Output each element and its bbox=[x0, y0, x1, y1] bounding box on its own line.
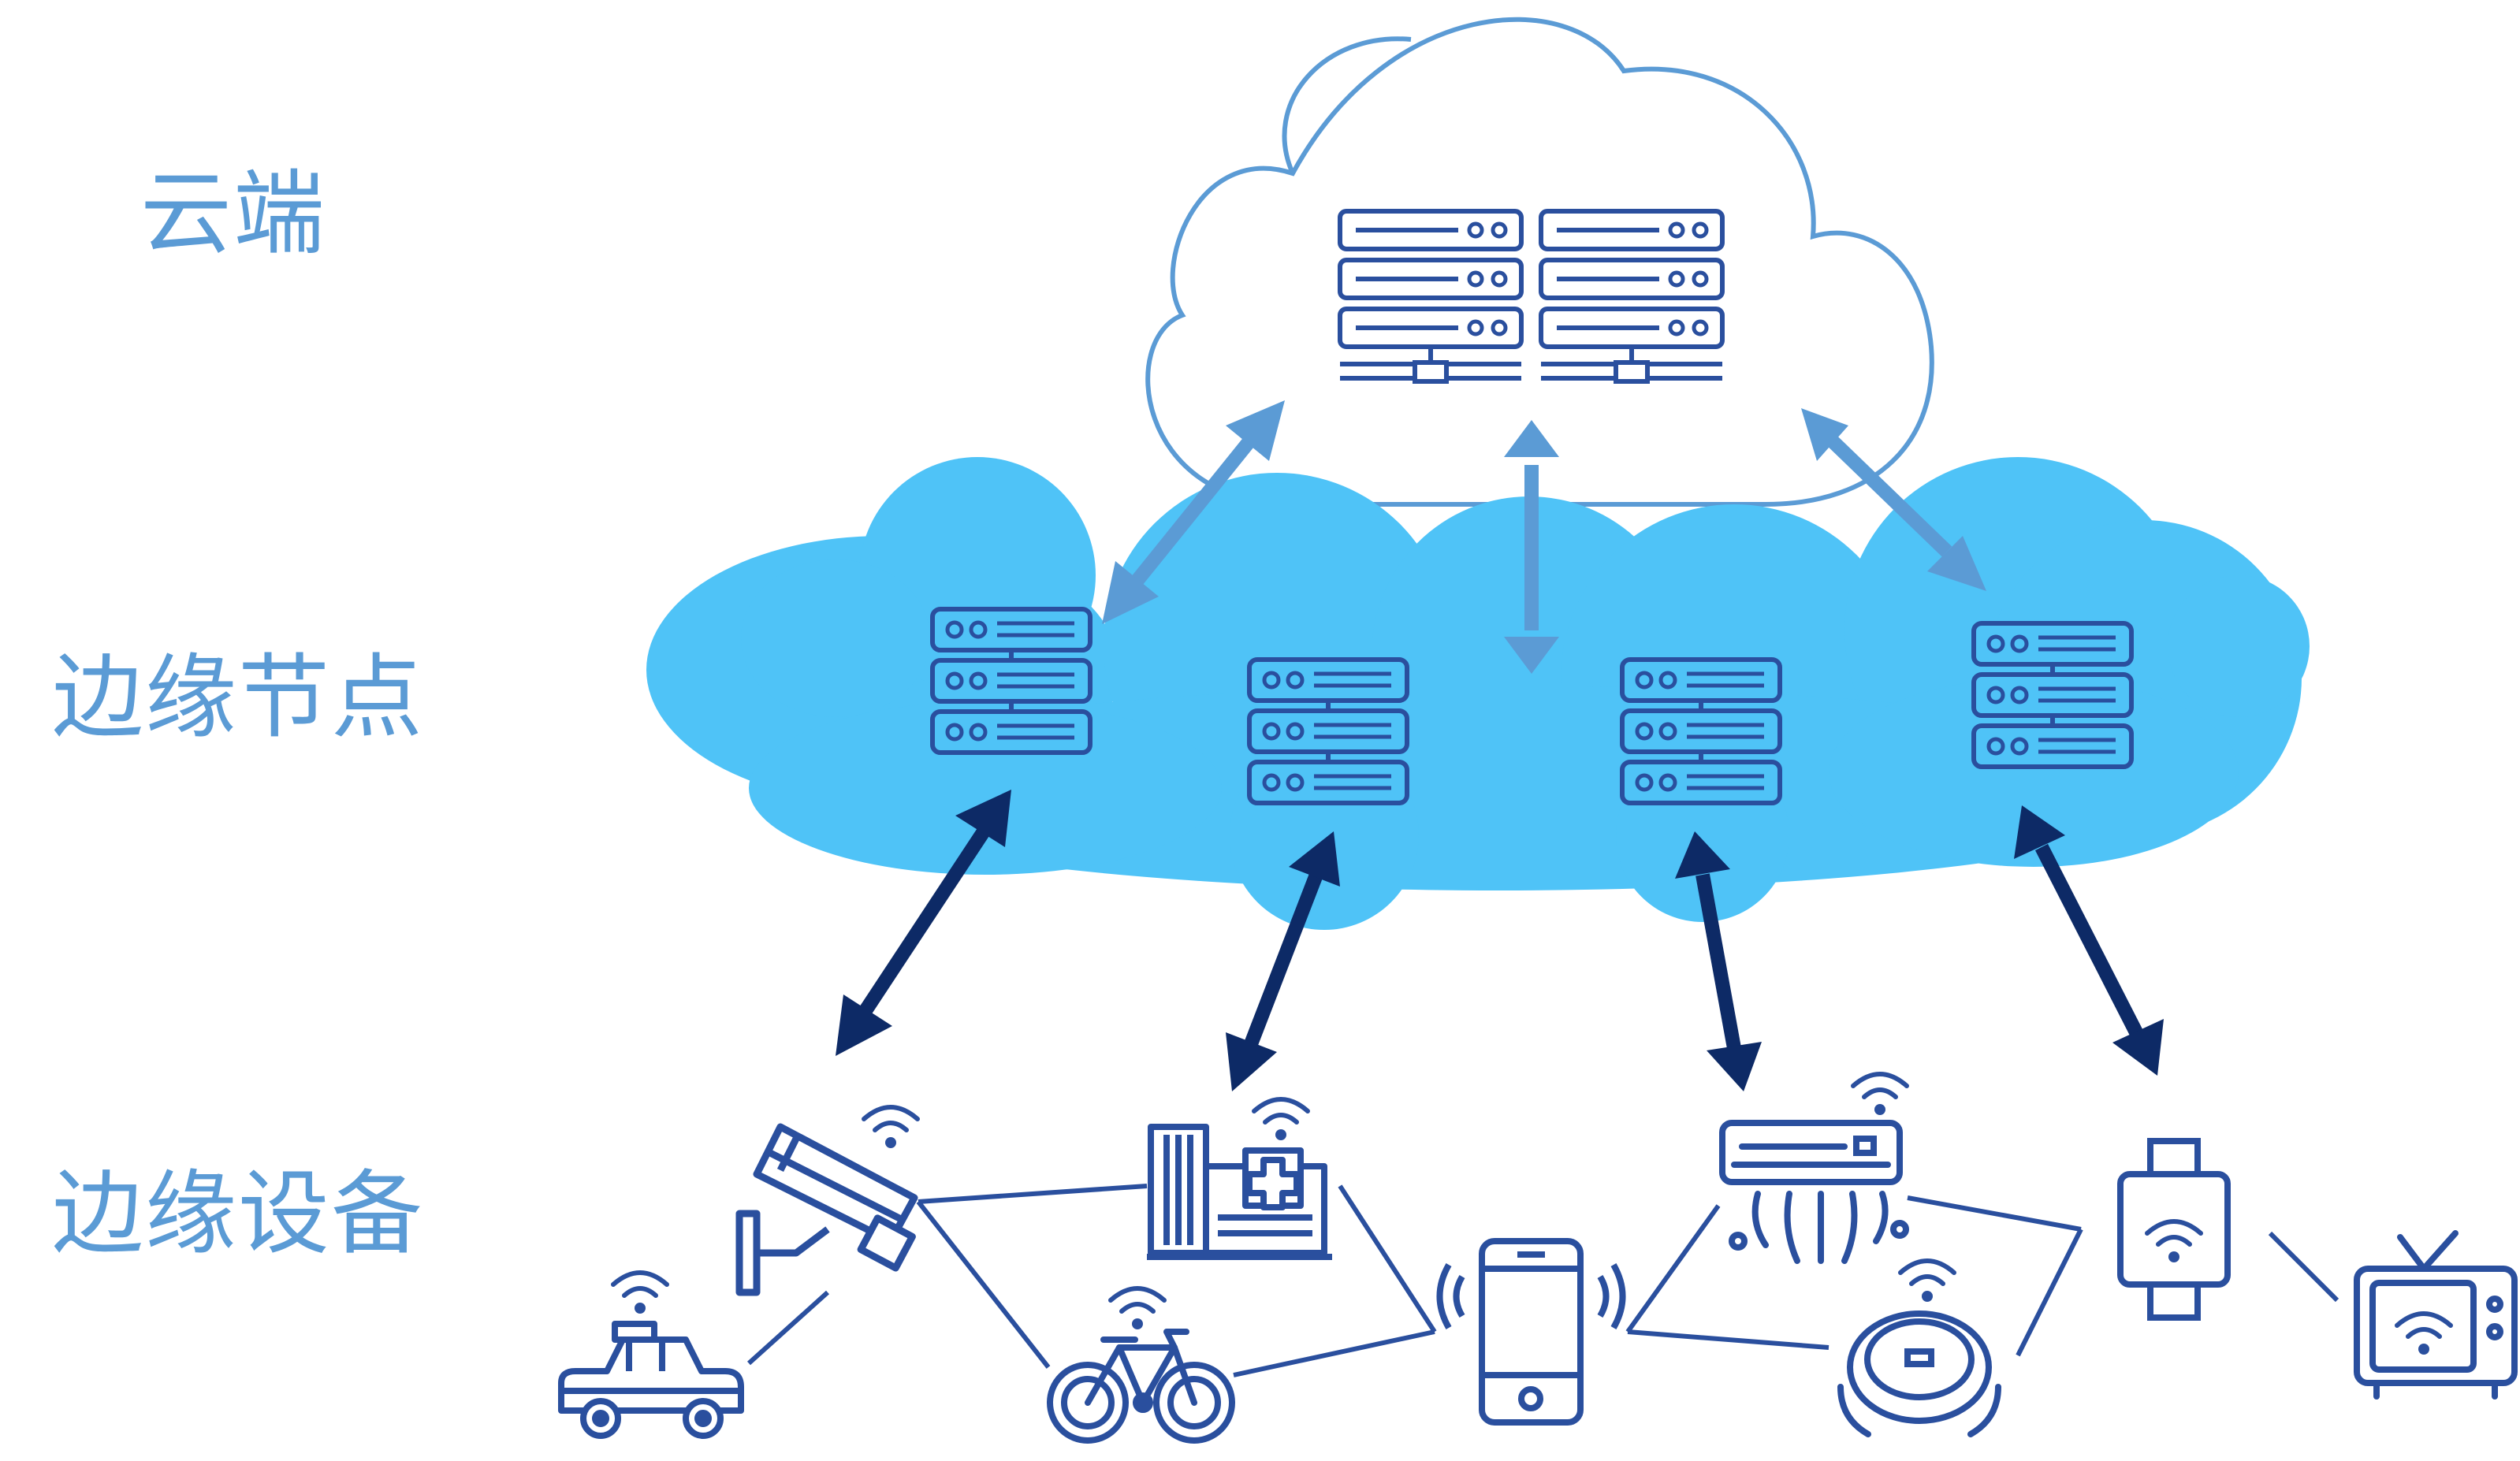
air-conditioner-icon bbox=[1719, 1120, 1909, 1264]
edge-device-arrows bbox=[836, 790, 2164, 1091]
bicycle-icon bbox=[1047, 1329, 1235, 1444]
central-cloud bbox=[1145, 17, 1934, 507]
wifi-icon bbox=[613, 1273, 667, 1314]
television-icon bbox=[2354, 1230, 2518, 1400]
edge-node-tier-label: 边缘节点 bbox=[52, 645, 424, 751]
edge-server-icon bbox=[1622, 660, 1780, 803]
wifi-icon bbox=[864, 1107, 918, 1148]
security-camera-icon bbox=[735, 1123, 918, 1296]
robot-vacuum-icon bbox=[1837, 1310, 2001, 1437]
edge-server-icon bbox=[932, 609, 1090, 753]
cloud-server-rack-icon bbox=[1340, 211, 1521, 381]
hospital-building-icon bbox=[1147, 1124, 1332, 1260]
cloud-edge-arrows bbox=[1102, 400, 1986, 674]
wifi-icon bbox=[1853, 1074, 1907, 1115]
wifi-icon bbox=[1900, 1261, 1954, 1302]
smartwatch-icon bbox=[2117, 1138, 2231, 1321]
cloud-tier-label: 云端 bbox=[140, 161, 326, 267]
edge-server-icon bbox=[1249, 660, 1407, 803]
taxi-icon bbox=[558, 1321, 744, 1439]
wifi-icon bbox=[1111, 1288, 1164, 1329]
smartphone-icon bbox=[1436, 1238, 1626, 1426]
device-links bbox=[746, 1184, 2339, 1377]
edge-server-icon bbox=[1974, 623, 2131, 767]
edge-device-tier-label: 边缘设备 bbox=[52, 1161, 424, 1267]
cloud-server-rack-icon bbox=[1541, 211, 1722, 381]
wifi-icon bbox=[1254, 1099, 1308, 1140]
